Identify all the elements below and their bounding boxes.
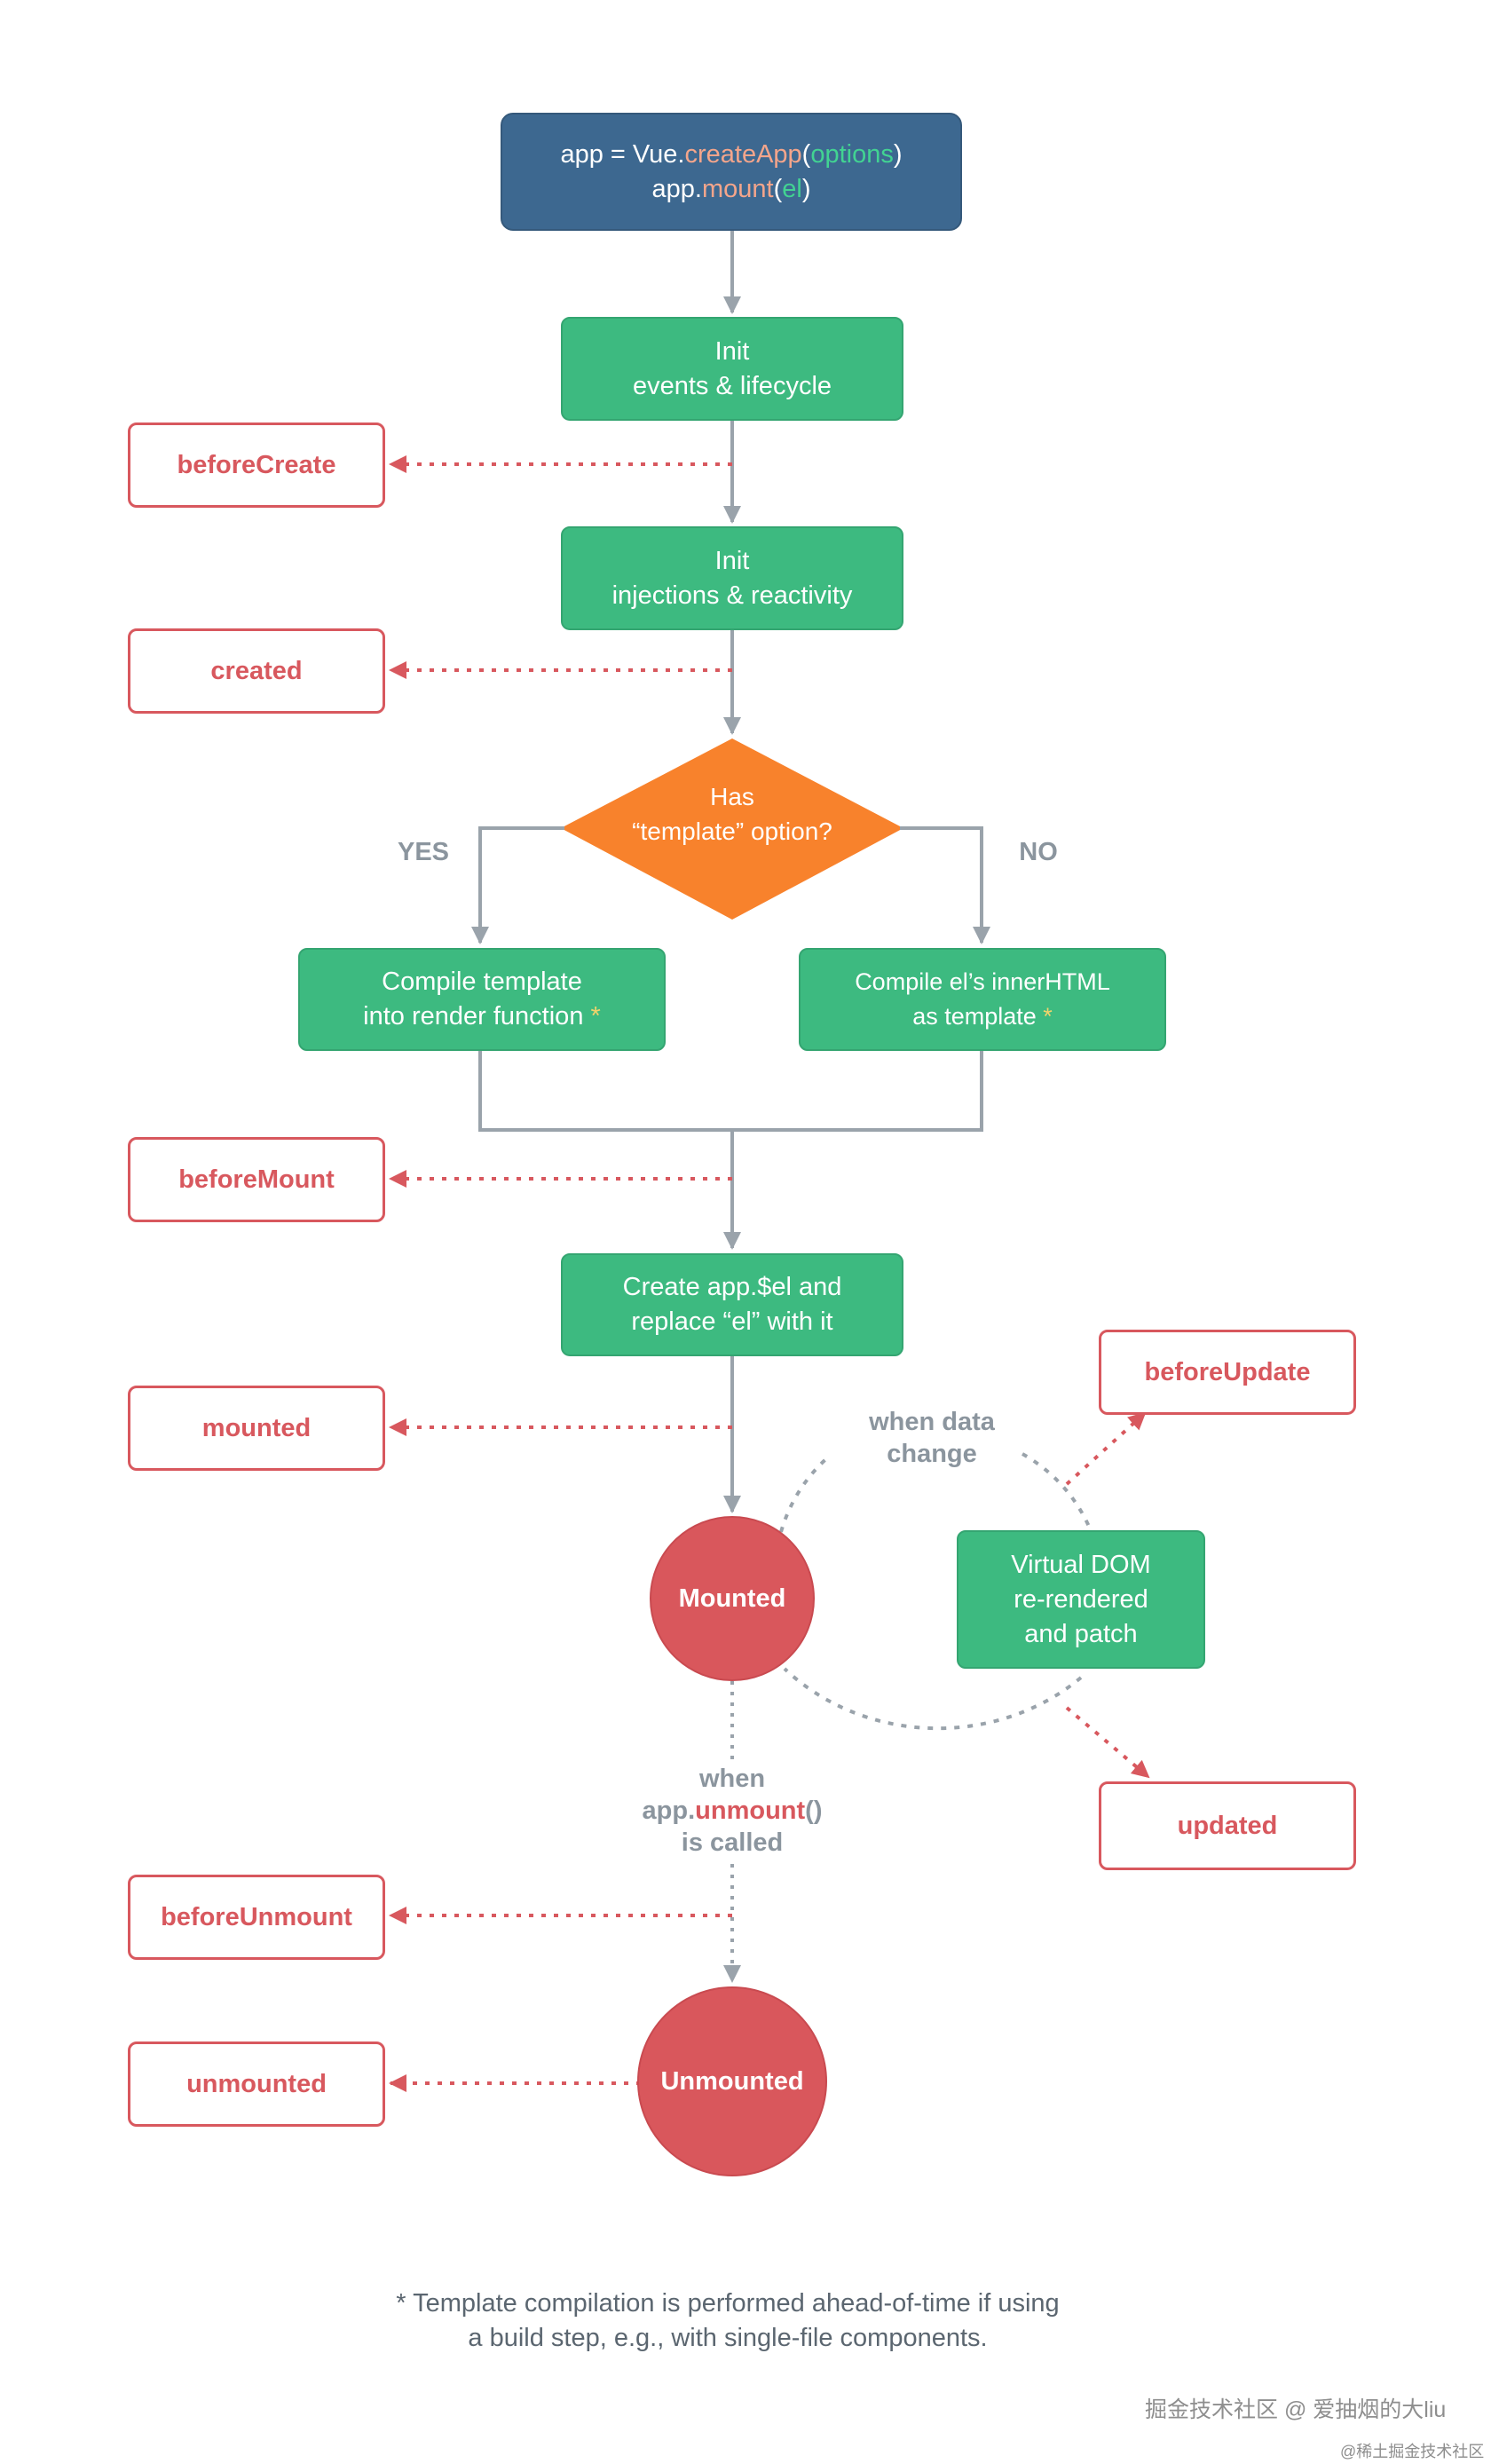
init-events-box: Init events & lifecycle <box>561 317 903 421</box>
hook-created: created <box>128 628 385 714</box>
asterisk: * <box>1043 1003 1053 1030</box>
compile-template-line2: into render function * <box>363 1002 601 1031</box>
updated-arrow <box>1065 1706 1150 1779</box>
unmount-call-label: when app.unmount() is called <box>590 1763 874 1859</box>
footnote-line2: a build step, e.g., with single-file com… <box>468 2324 988 2352</box>
footnote: * Template compilation is performed ahea… <box>213 2286 1242 2356</box>
create-app-line: app = Vue.createApp(options) <box>560 139 903 169</box>
virtual-dom-line2: re-rendered <box>1014 1584 1148 1614</box>
create-app-box: app = Vue.createApp(options) app.mount(e… <box>501 113 962 231</box>
virtual-dom-box: Virtual DOM re-rendered and patch <box>957 1530 1205 1669</box>
unmount-call-line3: is called <box>681 1828 784 1857</box>
compile-template-line1: Compile template <box>382 967 582 996</box>
init-injections-line2: injections & reactivity <box>611 580 853 610</box>
data-change-label: when data change <box>825 1406 1038 1470</box>
data-change-line1: when data <box>869 1408 995 1436</box>
decision-line1: Has <box>710 783 754 810</box>
virtual-dom-line1: Virtual DOM <box>1011 1550 1151 1579</box>
decision-text: Has “template” option? <box>579 779 886 849</box>
compile-template-box: Compile template into render function * <box>298 948 666 1051</box>
footnote-line1: * Template compilation is performed ahea… <box>396 2289 1060 2318</box>
create-el-line1: Create app.$el and <box>622 1273 842 1301</box>
hook-before-create: beforeCreate <box>128 423 385 508</box>
yes-branch-arrow <box>471 826 564 944</box>
virtual-dom-line3: and patch <box>1024 1619 1138 1648</box>
compile-el-line1: Compile el’s innerHTML <box>855 968 1110 995</box>
hook-before-mount: beforeMount <box>128 1137 385 1222</box>
compile-el-line2: as template * <box>912 1003 1053 1030</box>
hook-updated: updated <box>1099 1781 1356 1870</box>
decision-line2: “template” option? <box>632 817 832 845</box>
init-injections-box: Init injections & reactivity <box>561 526 903 630</box>
data-change-line2: change <box>887 1440 977 1468</box>
init-injections-line1: Init <box>714 546 750 575</box>
update-loop-arc-bottom <box>783 1667 1083 1731</box>
watermark-small: @稀土掘金技术社区 <box>1340 2443 1485 2460</box>
decision-diamond <box>561 738 903 920</box>
hook-before-unmount: beforeUnmount <box>128 1875 385 1960</box>
hook-mounted: mounted <box>128 1386 385 1471</box>
mounted-state: Mounted <box>650 1516 815 1681</box>
mount-line: app.mount(el) <box>651 174 811 203</box>
create-el-box: Create app.$el and replace “el” with it <box>561 1253 903 1356</box>
unmount-call-line2: app.unmount() <box>642 1797 823 1825</box>
merge-line <box>478 1051 983 1132</box>
hook-before-update: beforeUpdate <box>1099 1330 1356 1415</box>
update-loop-arc-top <box>779 1454 832 1533</box>
unmounted-state: Unmounted <box>637 1986 827 2176</box>
compile-el-box: Compile el’s innerHTML as template * <box>799 948 1166 1051</box>
no-branch-arrow <box>900 826 990 944</box>
create-el-line2: replace “el” with it <box>631 1307 833 1336</box>
yes-label: YES <box>397 838 450 866</box>
hook-unmounted: unmounted <box>128 2041 385 2127</box>
unmount-call-line1: when <box>698 1765 766 1793</box>
init-events-line2: events & lifecycle <box>632 371 832 400</box>
asterisk: * <box>590 1002 601 1031</box>
no-label: NO <box>1019 838 1058 866</box>
before-update-arrow <box>1065 1411 1147 1486</box>
watermark: 掘金技术社区 @ 爱抽烟的大liu <box>1145 2397 1447 2422</box>
init-events-line1: Init <box>714 336 750 366</box>
